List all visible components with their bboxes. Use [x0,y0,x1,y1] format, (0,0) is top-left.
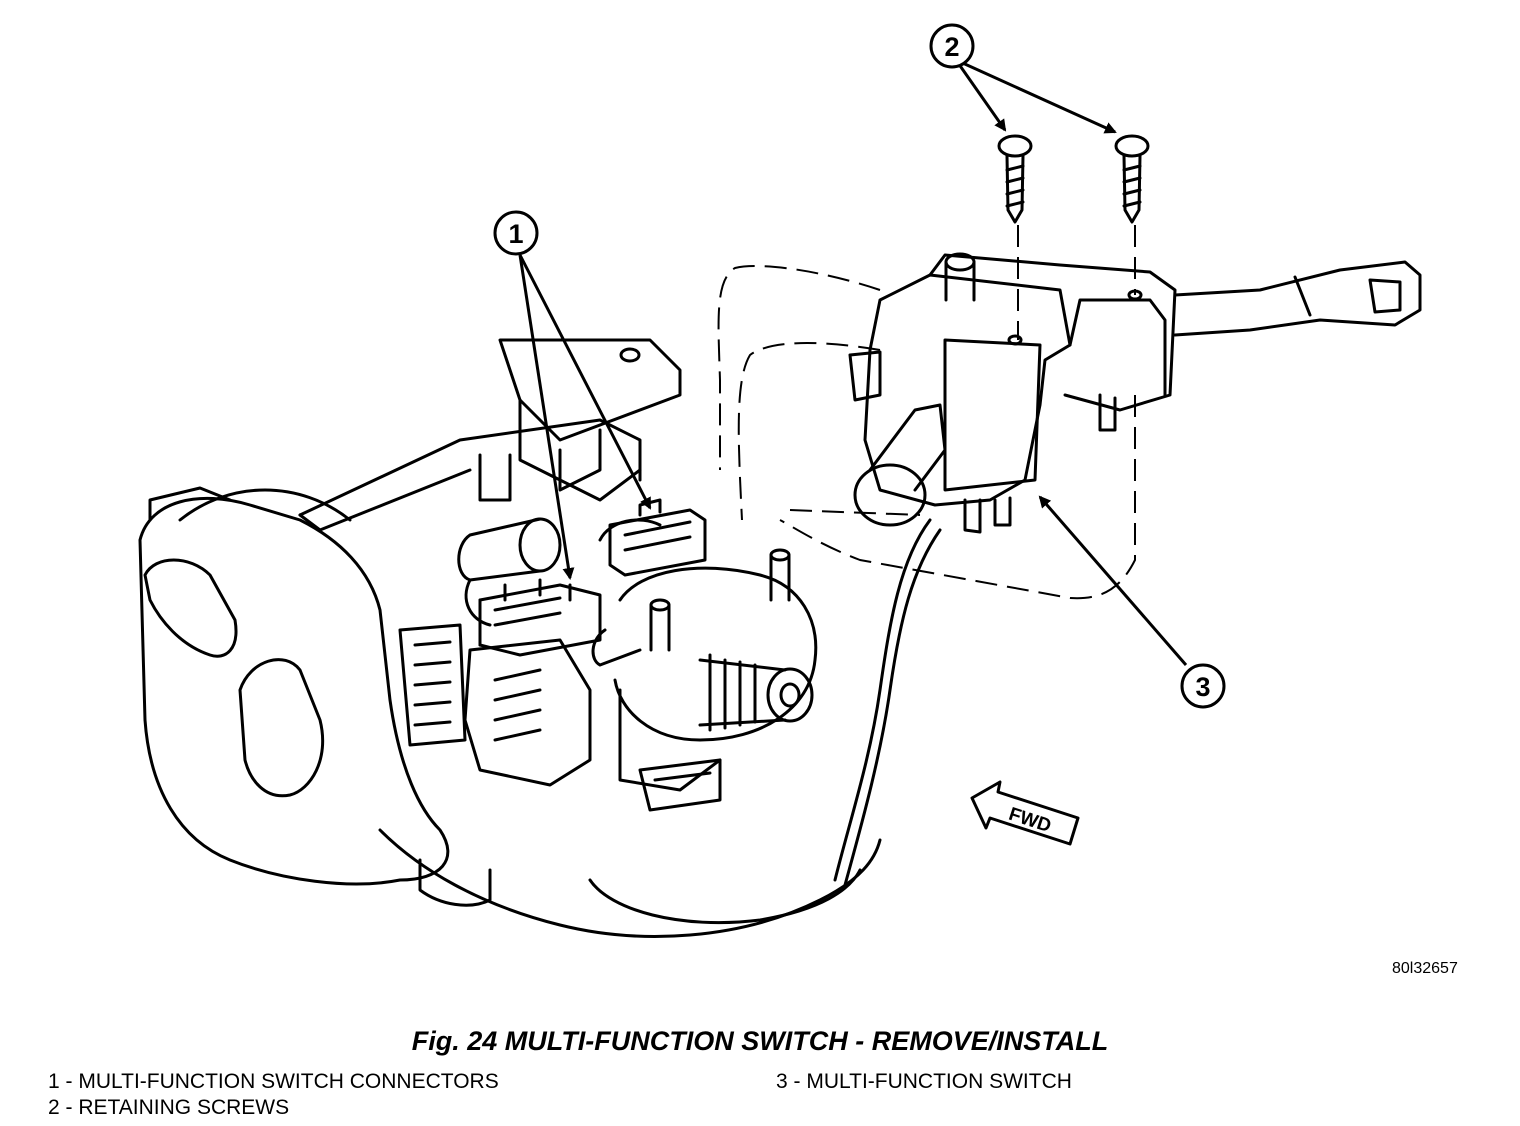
technical-illustration: 1 2 3 FWD [138,23,1422,938]
legend-item-1: 1 - MULTI-FUNCTION SWITCH CONNECTORS [48,1070,499,1093]
clockspring-assembly [398,548,818,812]
callout-1-number: 1 [508,219,523,249]
legend-item-2: 2 - RETAINING SCREWS [48,1096,290,1119]
column-support-bracket [298,338,682,532]
callout-3-number: 3 [1195,672,1210,702]
fwd-direction-arrow: FWD [970,780,1080,846]
callout-3: 3 [1180,663,1226,709]
steering-column-shroud [138,486,942,938]
callout-1: 1 [493,210,539,256]
steering-shaft [698,653,814,732]
callout-leaders [518,58,1188,666]
callout-2: 2 [929,23,975,69]
legend-item-3: 3 - MULTI-FUNCTION SWITCH [776,1070,1072,1093]
installation-alignment-lines [717,225,1136,600]
multi-function-switch-connectors [478,498,707,657]
multi-function-switch [848,252,1422,534]
retaining-screws [997,134,1150,224]
figure-caption: Fig. 24 MULTI-FUNCTION SWITCH - REMOVE/I… [411,1026,1109,1056]
callout-2-number: 2 [944,32,959,62]
figure-id: 80l32657 [1392,960,1458,977]
